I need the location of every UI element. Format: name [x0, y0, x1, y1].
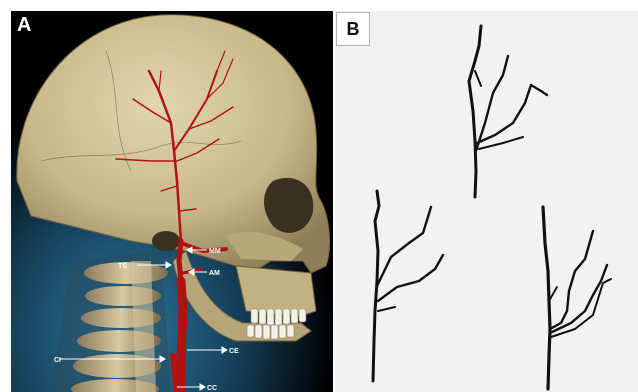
skull-artery-illustration: TS MM AM CI CE CC — [11, 11, 333, 392]
label-ce: CE — [229, 348, 239, 355]
ear-canal — [152, 231, 180, 251]
vessel-trace-top — [469, 26, 547, 197]
vessel-tracings — [335, 11, 638, 392]
label-ci: CI — [54, 357, 61, 364]
label-am: AM — [209, 270, 220, 277]
panel-a-letter: A — [17, 15, 31, 35]
maxilla — [236, 266, 316, 316]
label-ts: TS — [118, 263, 127, 270]
panel-b-letter: B — [336, 12, 370, 46]
panel-b: B — [335, 11, 638, 392]
label-cc: CC — [207, 385, 217, 392]
label-mm: MM — [209, 248, 221, 255]
vessel-trace-bottom-right — [543, 207, 611, 389]
panel-a: TS MM AM CI CE CC A — [11, 11, 333, 392]
vessel-trace-bottom-left — [373, 191, 443, 381]
